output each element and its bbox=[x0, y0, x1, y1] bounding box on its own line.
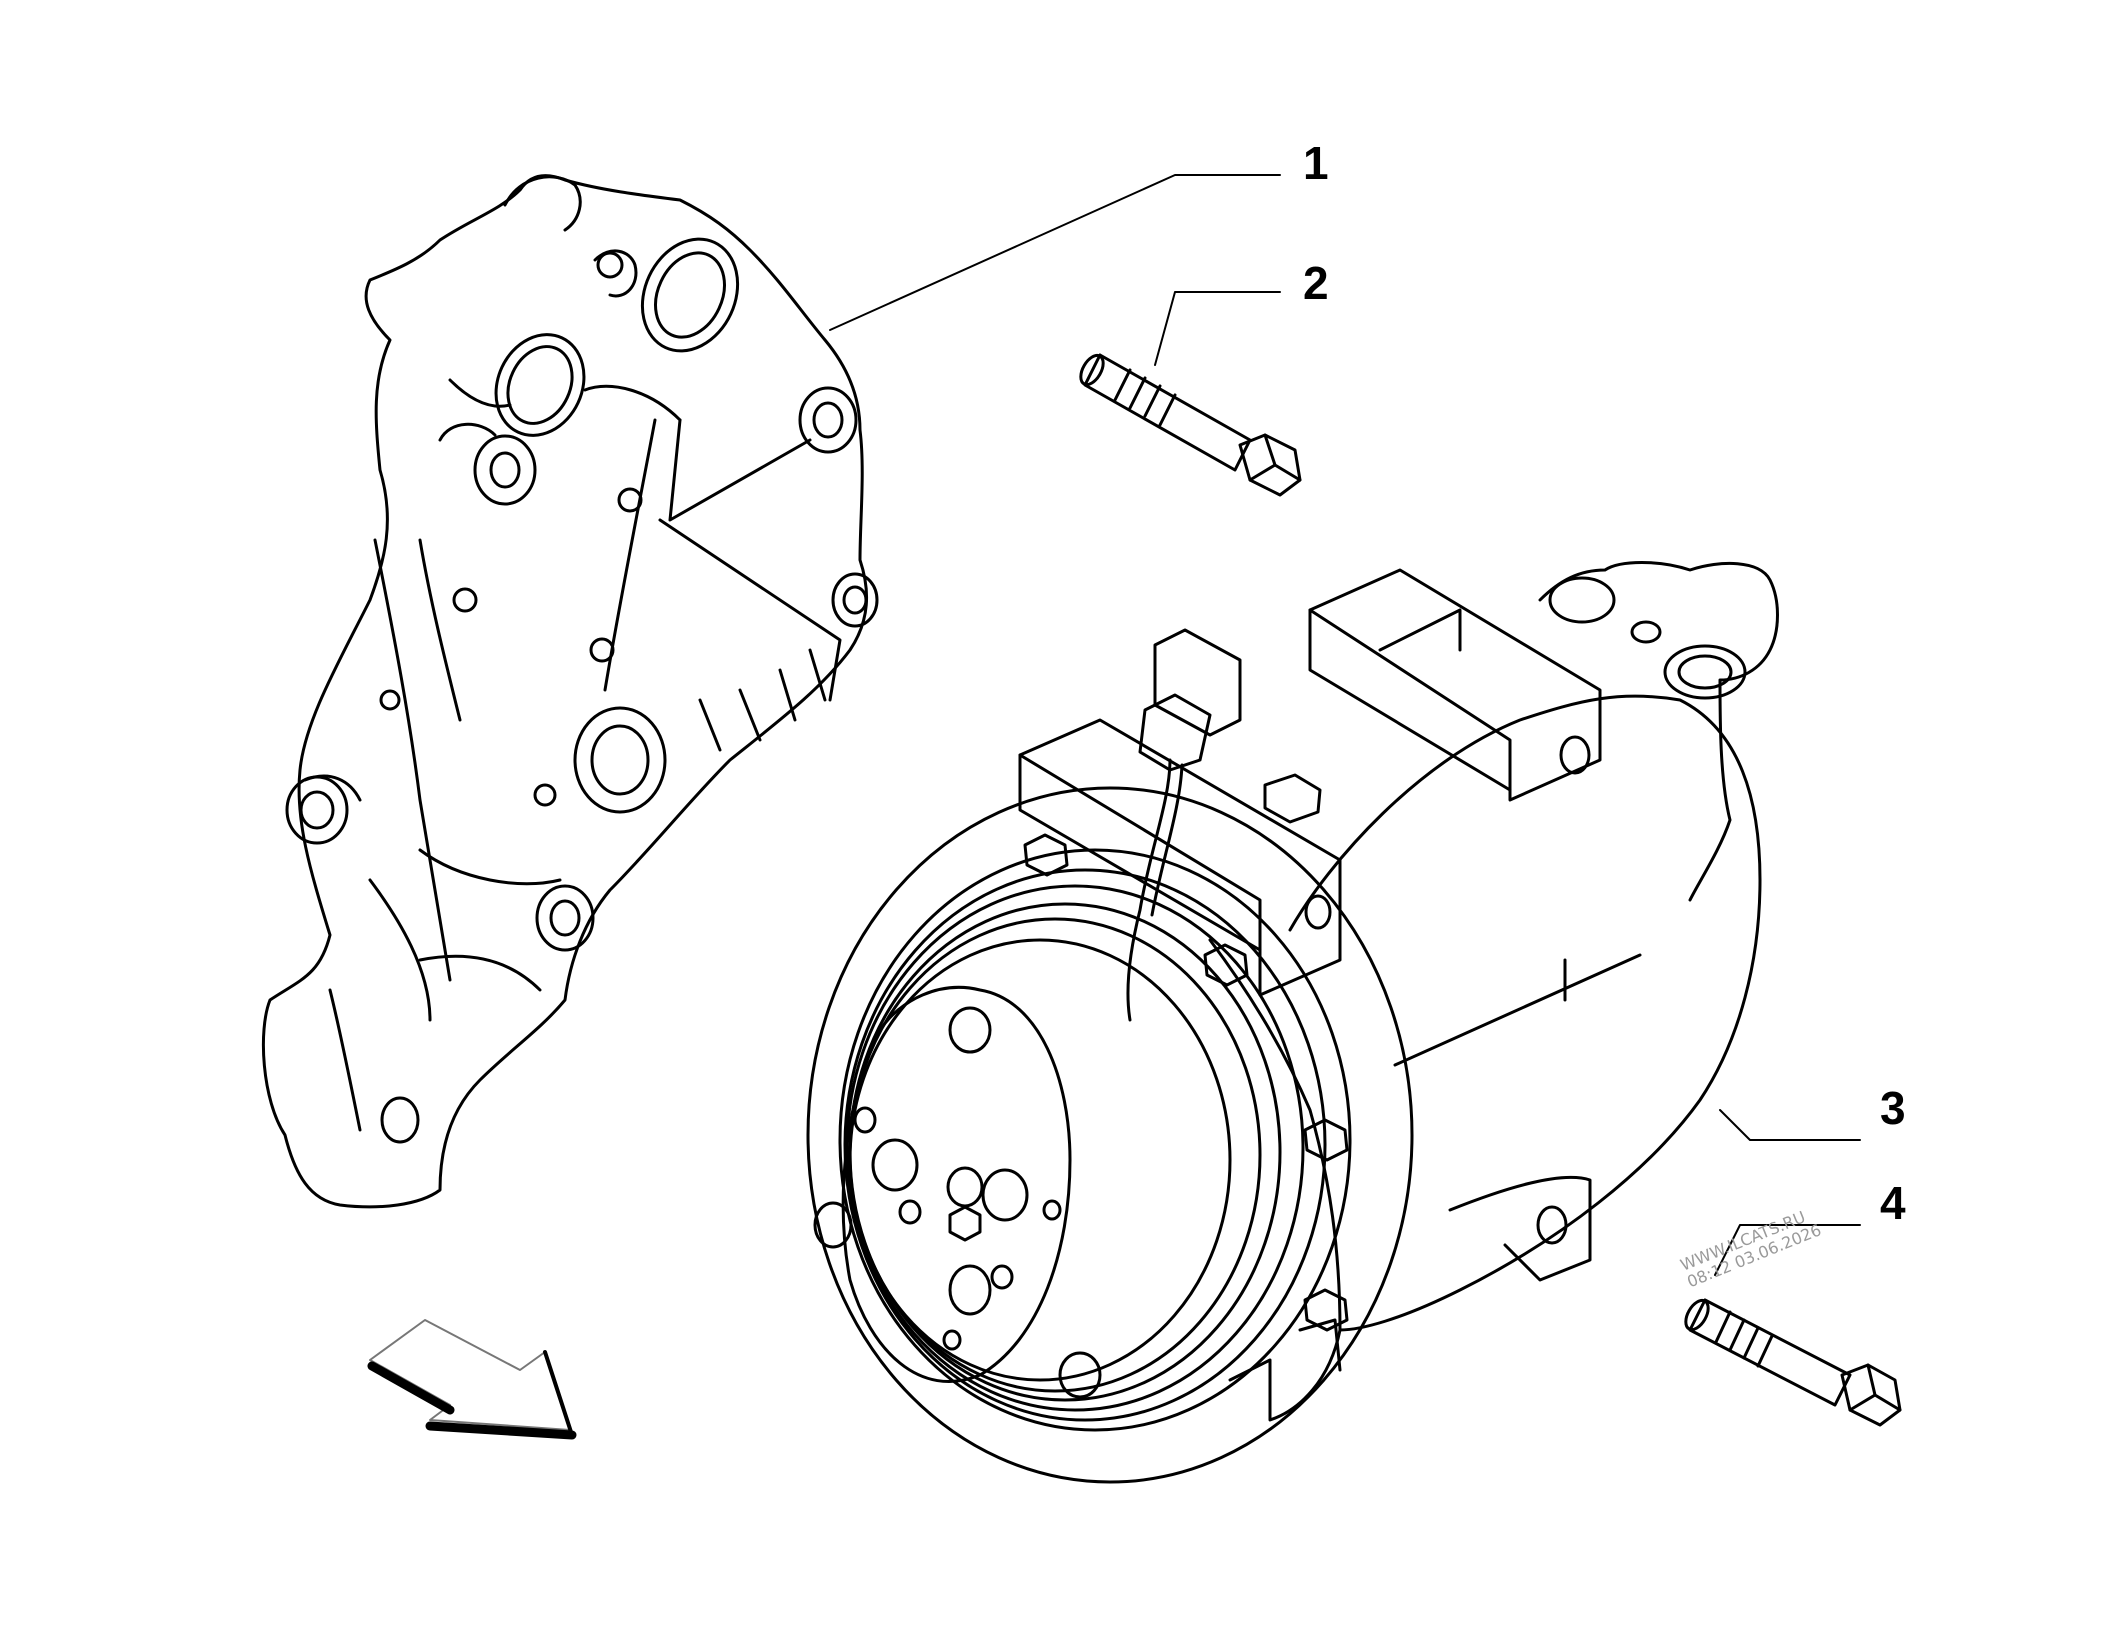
leader-1 bbox=[829, 174, 1281, 331]
callout-4: 4 bbox=[1880, 1177, 1906, 1229]
bolt-part-2 bbox=[1079, 353, 1302, 497]
leader-3 bbox=[1719, 1109, 1861, 1141]
callout-2: 2 bbox=[1303, 257, 1329, 309]
ac-compressor bbox=[806, 561, 1779, 1484]
direction-arrow bbox=[367, 1319, 577, 1440]
leader-4 bbox=[1714, 1224, 1861, 1276]
leader-lines bbox=[829, 174, 1861, 1276]
mounting-bracket bbox=[261, 174, 879, 1209]
callout-3: 3 bbox=[1880, 1082, 1906, 1134]
callout-1: 1 bbox=[1303, 137, 1329, 189]
bolt-part-4 bbox=[1684, 1298, 1902, 1427]
leader-2 bbox=[1154, 291, 1281, 366]
